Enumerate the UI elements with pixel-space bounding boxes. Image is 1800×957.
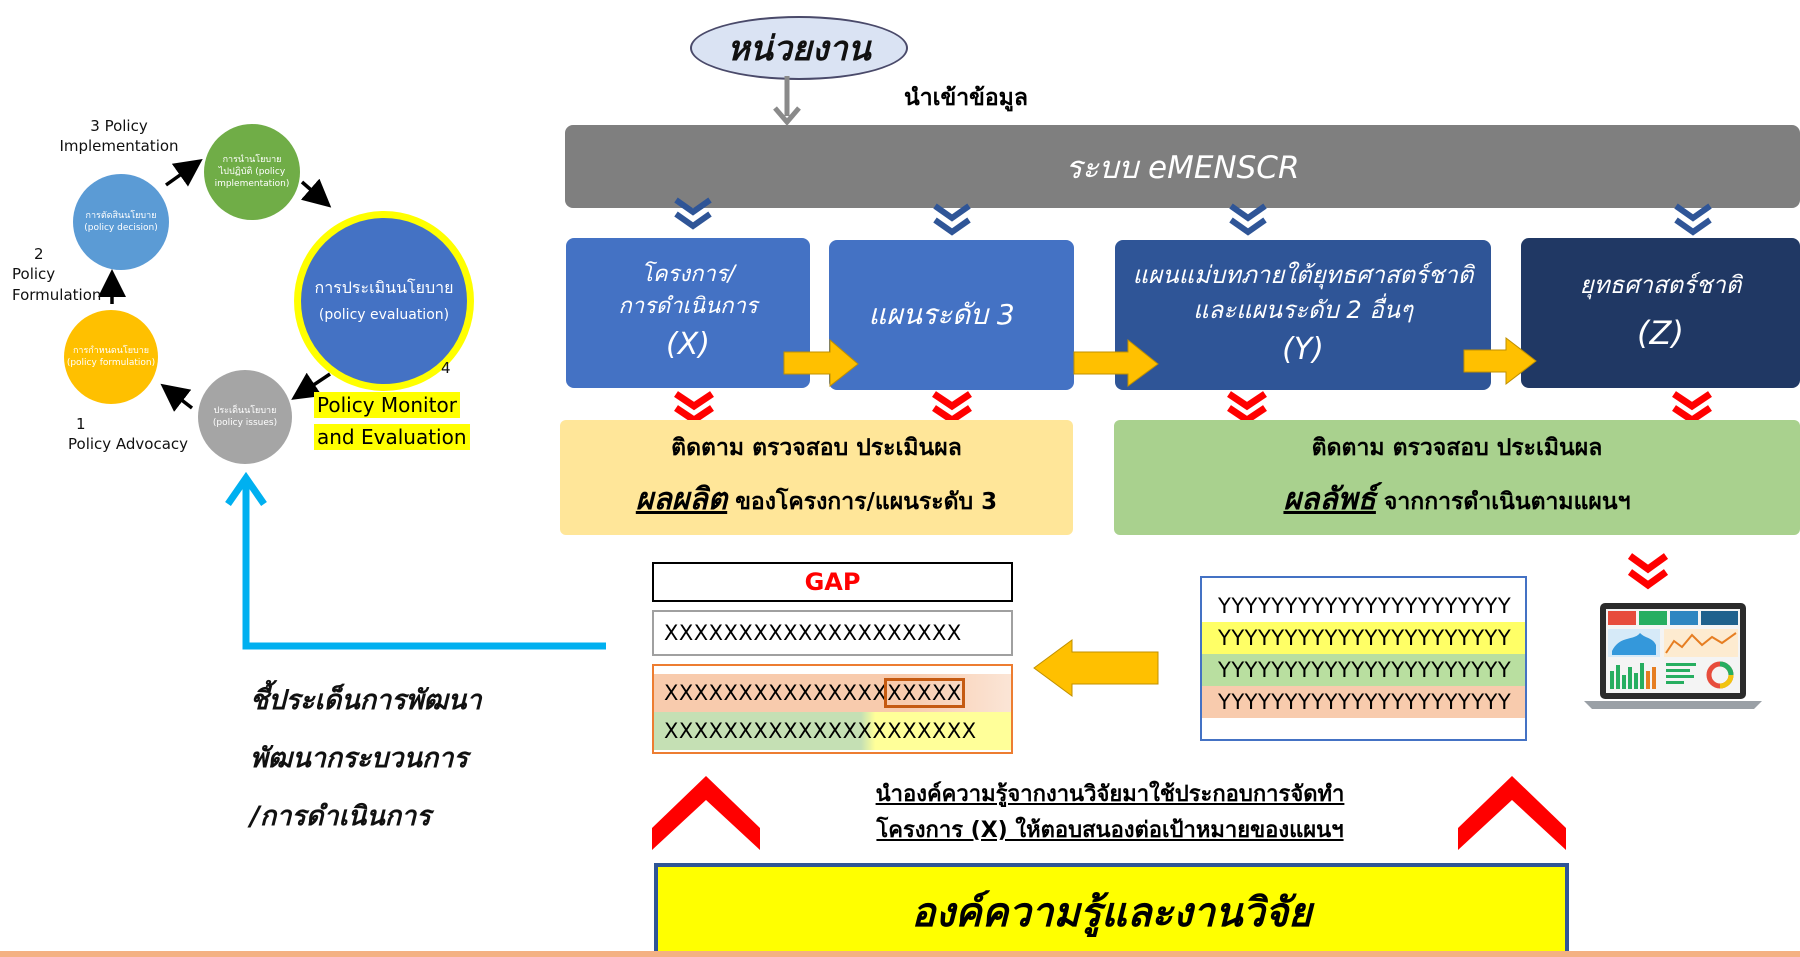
y-rows-box: YYYYYYYYYYYYYYYYYYYYYY YYYYYYYYYYYYYYYYY… <box>1200 576 1527 741</box>
gap-title: GAP <box>652 562 1013 602</box>
blue-chevrons <box>674 197 1712 236</box>
red-up-chevron-left <box>652 776 760 850</box>
gap-row-1: XXXXXXXXXXXXXXXXXXXX <box>652 610 1013 656</box>
gold-left-arrow <box>1033 639 1159 697</box>
research-note: นำองค์ความรู้จากงานวิจัยมาใช้ประกอบการจั… <box>875 782 1345 844</box>
monitor-outcome-box: ติดตาม ตรวจสอบ ประเมินผล ผลลัพธ์ จากการด… <box>1114 420 1800 535</box>
system-bar: ระบบ eMENSCR <box>565 125 1800 208</box>
import-label: นำเข้าข้อมูล <box>904 85 1028 111</box>
y-row-3: YYYYYYYYYYYYYYYYYYYYYY <box>1202 654 1525 686</box>
red-up-chevron-right <box>1458 776 1566 850</box>
import-arrow <box>773 76 801 126</box>
decision-circle: การตัดสินนโยบาย (policy decision) <box>73 174 169 270</box>
y-row-2: YYYYYYYYYYYYYYYYYYYYYY <box>1202 622 1525 654</box>
label-implementation: 3 Policy Implementation <box>59 117 179 156</box>
y-row-4: YYYYYYYYYYYYYYYYYYYYYY <box>1202 686 1525 718</box>
research-box: องค์ความรู้และงานวิจัย <box>654 863 1569 957</box>
feedback-arrow <box>225 471 606 650</box>
label-advocacy: 1 Policy Advocacy <box>68 415 189 454</box>
bottom-divider <box>0 951 1800 957</box>
label-formulation: 2 Policy Formulation <box>12 245 102 304</box>
project-box-x: โครงการ/ การดำเนินการ (X) <box>566 238 810 388</box>
evaluation-circle: การประเมินนโยบาย (policy evaluation) <box>294 211 474 391</box>
agency-ellipse: หน่วยงาน <box>690 16 908 80</box>
formulation-circle: การกำหนดนโยบาย (policy formulation) <box>64 310 158 404</box>
monitor-output-box: ติดตาม ตรวจสอบ ประเมินผล ผลผลิต ของโครงก… <box>560 420 1073 535</box>
plan-level3-box: แผนระดับ 3 <box>829 240 1074 390</box>
laptop-dashboard-icon <box>1584 603 1762 709</box>
implementation-circle: การนำนโยบาย ไปปฏิบัติ (policy implementa… <box>204 124 300 220</box>
label-monitor-evaluation: Policy Monitor and Evaluation <box>314 389 470 453</box>
cycle-arrows <box>98 158 332 412</box>
flow-arrows <box>783 336 1537 388</box>
issues-circle: ประเด็นนโยบาย (policy issues) <box>198 370 292 464</box>
national-strategy-box-z: ยุทธศาสตร์ชาติ (Z) <box>1521 238 1800 388</box>
development-points: ชี้ประเด็นการพัฒนา พัฒนากระบวนการ /การดำ… <box>250 685 482 833</box>
label-number-4: 4 <box>441 359 451 377</box>
y-row-1: YYYYYYYYYYYYYYYYYYYYYY <box>1202 590 1525 622</box>
red-chevron-dashboard <box>1627 553 1669 590</box>
master-plan-box-y: แผนแม่บทภายใต้ยุทธศาสตร์ชาติ และแผนระดับ… <box>1115 240 1491 390</box>
